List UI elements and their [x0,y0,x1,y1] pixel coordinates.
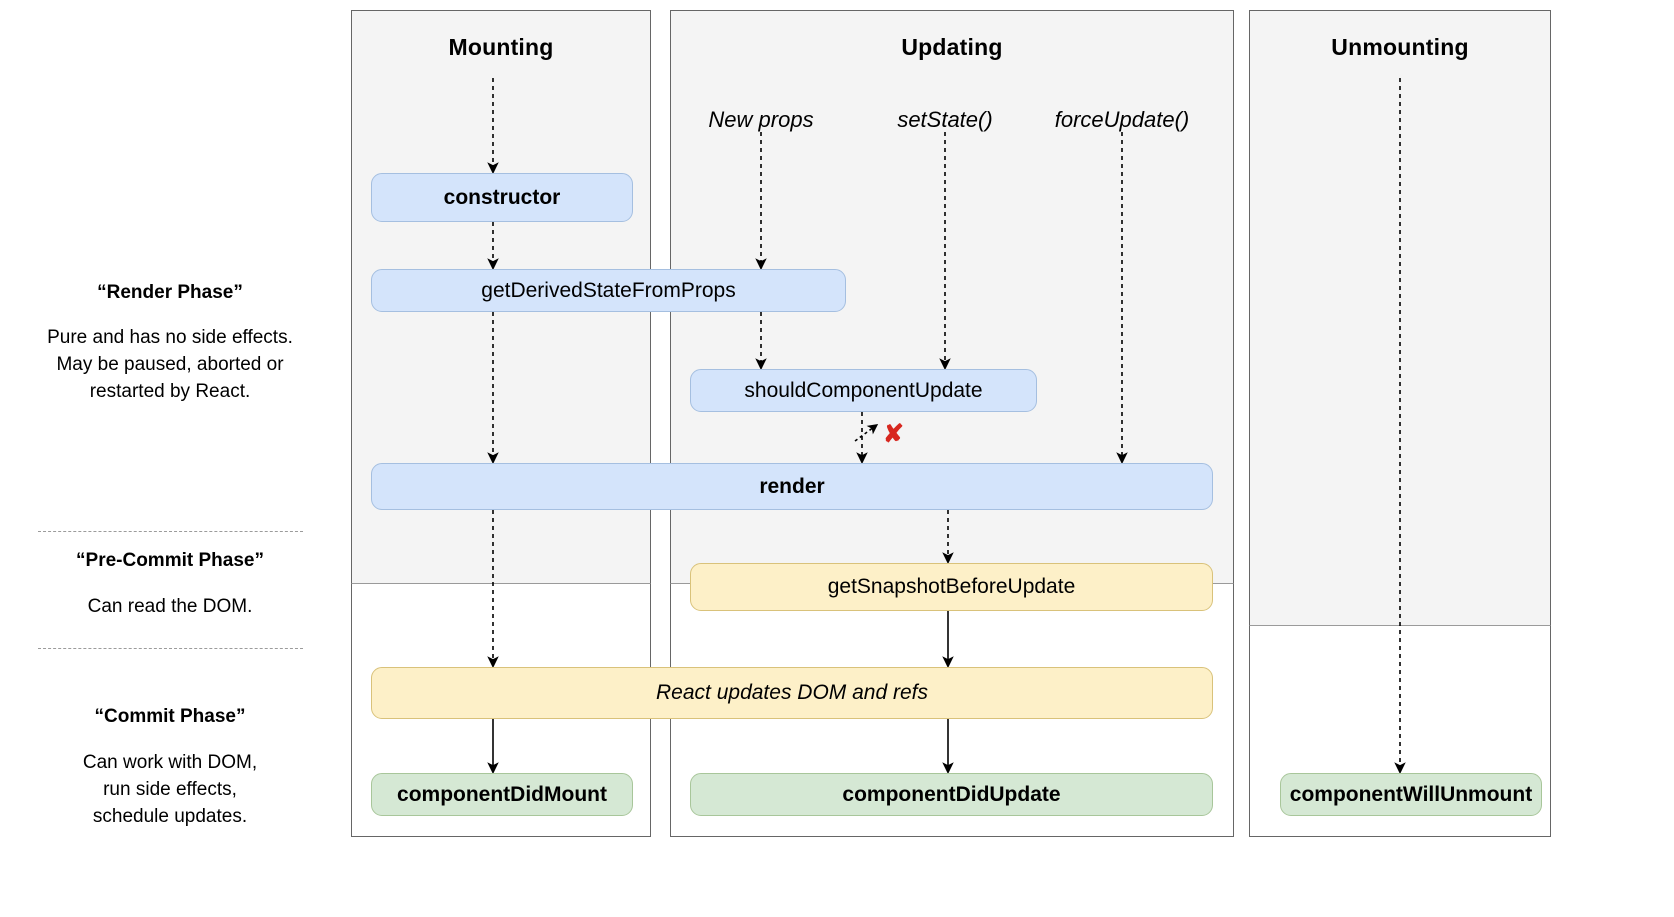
column-title-mounting: Mounting [448,34,554,60]
skip-render-x-icon: ✘ [883,420,904,448]
phase-body-commit: Can work with DOM, run side effects, sch… [82,752,258,827]
phase-body-pre-commit: Can read the DOM. [87,596,253,617]
column-title-unmounting: Unmounting [1331,34,1469,60]
phase-body-render: Pure and has no side effects. May be pau… [47,327,293,402]
phase-divider-precommit-commit [38,648,303,649]
node-component-will-unmount[interactable]: componentWillUnmount [1280,773,1542,816]
node-component-did-mount[interactable]: componentDidMount [371,773,633,816]
node-constructor[interactable]: constructor [371,173,633,222]
node-component-did-update[interactable]: componentDidUpdate [690,773,1213,816]
node-render[interactable]: render [371,463,1213,510]
node-get-snapshot-before-update[interactable]: getSnapshotBeforeUpdate [690,563,1213,611]
phase-title-render: “Render Phase” [97,282,243,303]
node-get-derived-state-from-props[interactable]: getDerivedStateFromProps [371,269,846,312]
phase-title-pre-commit: “Pre-Commit Phase” [76,550,264,571]
column-title-updating: Updating [901,34,1003,60]
node-should-component-update[interactable]: shouldComponentUpdate [690,369,1037,412]
phase-title-commit: “Commit Phase” [94,706,246,727]
trigger-label-new-props: New props [708,107,814,132]
column-header-region-unmounting [1249,10,1551,626]
phase-divider-render-precommit [38,531,303,532]
node-react-updates-dom-and-refs[interactable]: React updates DOM and refs [371,667,1213,719]
trigger-label-set-state: setState() [897,107,993,132]
trigger-label-force-update: forceUpdate() [1054,107,1190,132]
